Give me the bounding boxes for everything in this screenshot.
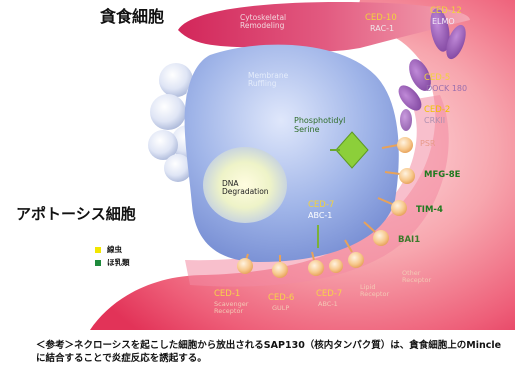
legend-swatch-yellow — [95, 247, 101, 253]
nucleus — [203, 147, 287, 223]
ced6-label: CED-6 — [268, 293, 295, 303]
ced5-dock180-blob — [409, 59, 431, 91]
right-receptors — [344, 137, 415, 268]
rac1-label: RAC-1 — [370, 24, 395, 33]
receptor-ball — [329, 259, 343, 273]
receptor-ball — [348, 252, 364, 268]
ced5-label: CED-5 — [424, 73, 451, 83]
receptor-ball — [308, 260, 324, 276]
tim4-label: TIM-4 — [416, 205, 443, 215]
bai1-label: BAI1 — [398, 235, 421, 245]
phagocyte-title: 貪食細胞 — [100, 7, 165, 26]
abc1-top-label: ABC-1 — [308, 211, 333, 220]
phagocyte-body — [90, 0, 515, 330]
ced12-elmo-blob — [446, 24, 466, 60]
ced12-label: CED-12 — [430, 6, 462, 16]
ced7-sub-label: ABC-1 — [318, 300, 338, 308]
legend-nematode: 線虫 — [95, 244, 122, 255]
ced10-label: CED-10 — [365, 13, 397, 23]
ced2-crkii-blob — [400, 109, 412, 131]
receptor-ball — [373, 230, 389, 246]
elmo-label: ELMO — [432, 17, 455, 26]
receptor-ball — [272, 262, 288, 278]
apoptotic-cell — [184, 44, 399, 262]
ced7-top-label: CED-7 — [308, 200, 335, 210]
phagocyte-top-arm — [178, 2, 470, 52]
bleb — [150, 94, 186, 130]
dock180-label: DOCK 180 — [426, 84, 468, 93]
ced1-label: CED-1 — [214, 289, 241, 299]
psr-label: PSR — [420, 139, 436, 148]
legend-mammal: ほ乳類 — [95, 257, 130, 268]
mfg8e-label: MFG-8E — [424, 170, 461, 180]
bottom-receptors — [237, 251, 343, 278]
receptor-ball — [391, 200, 407, 216]
ced7-label: CED-7 — [316, 289, 343, 299]
bleb — [159, 63, 193, 97]
legend-swatch-green — [95, 260, 101, 266]
receptor-ball — [237, 258, 253, 274]
apoptotic-cell-title: アポトーシス細胞 — [16, 205, 136, 223]
ced6-sub-label: GULP — [272, 304, 290, 312]
ced12-elmo-blob — [430, 8, 450, 52]
ced5-dock180-blob — [398, 85, 422, 111]
receptor-ball — [397, 137, 413, 153]
bleb — [148, 130, 178, 160]
ced2-label: CED-2 — [424, 105, 451, 115]
receptor-ball — [399, 168, 415, 184]
phosphatidylserine-diamond — [335, 131, 369, 169]
bleb — [164, 154, 192, 182]
crkii-label: CRKII — [424, 116, 446, 125]
reference-note: ＜参考＞ネクローシスを起こした細胞から放出されるSAP130（核内タンパク質）は… — [36, 340, 502, 364]
